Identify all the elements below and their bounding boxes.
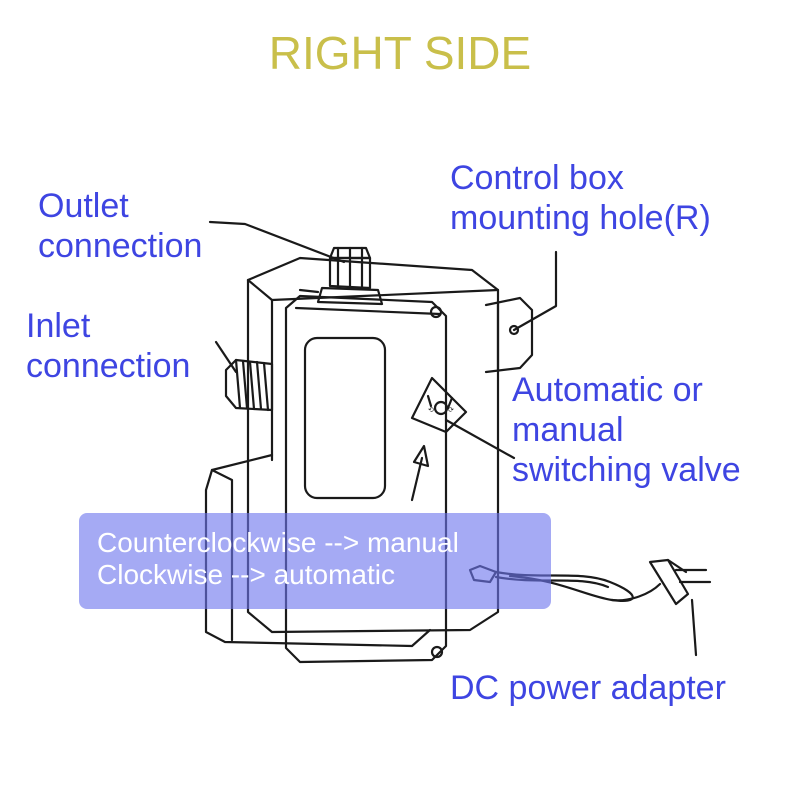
leader-inlet	[214, 340, 238, 374]
label-valve-line1: Automatic or	[512, 371, 703, 409]
page-title: RIGHT SIDE	[268, 27, 532, 79]
back-housing	[246, 256, 500, 634]
label-outlet-connection: Outlet connection	[38, 186, 202, 266]
svg-text:⟳: ⟳	[448, 406, 454, 414]
svg-text:⟲: ⟲	[428, 406, 434, 414]
front-box	[284, 294, 448, 664]
label-control-line1: Control box	[450, 159, 624, 197]
label-control-box-mounting-hole: Control box mounting hole(R)	[450, 158, 711, 238]
label-outlet-line1: Outlet	[38, 187, 129, 225]
label-inlet-line2: connection	[26, 347, 191, 385]
label-inlet-line1: Inlet	[26, 307, 91, 345]
note-line-clockwise: Clockwise --> automatic	[97, 559, 395, 590]
mounting-bracket	[484, 296, 534, 374]
valve-knob: ⟲ ⟳	[410, 376, 468, 434]
label-valve-line2: manual	[512, 411, 624, 449]
label-outlet-line2: connection	[38, 227, 203, 265]
note-line-counterclockwise: Counterclockwise --> manual	[97, 527, 459, 558]
label-switching-valve: Automatic or manual switching valve	[512, 370, 741, 490]
label-valve-line3: switching valve	[512, 451, 741, 489]
label-control-line2: mounting hole(R)	[450, 199, 711, 237]
rotation-note-text: Counterclockwise --> manual Clockwise --…	[97, 527, 459, 591]
leader-dc	[690, 598, 698, 657]
label-dc-power-adapter: DC power adapter	[450, 669, 726, 707]
leader-control	[512, 250, 558, 332]
leader-outlet	[208, 220, 346, 264]
rotation-note-box: Counterclockwise --> manual Clockwise --…	[79, 513, 551, 609]
inlet-thread	[224, 358, 274, 412]
label-inlet-connection: Inlet connection	[26, 306, 190, 386]
leader-valve	[444, 418, 516, 460]
